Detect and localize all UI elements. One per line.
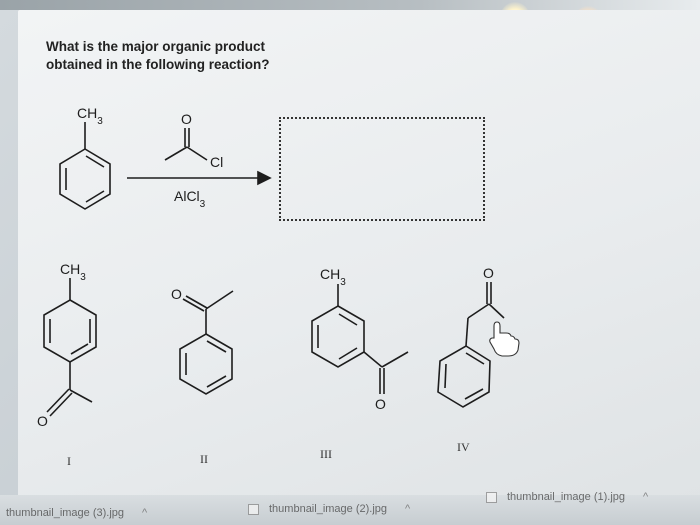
download-filename: thumbnail_image (3).jpg xyxy=(6,507,125,519)
reagent-oxygen-label: O xyxy=(181,111,192,127)
option-1-oxygen-label: O xyxy=(37,413,48,429)
option-4-oxygen-label: O xyxy=(483,265,494,281)
download-item-1[interactable]: thumbnail_image (1).jpg ^ xyxy=(486,491,648,503)
question-text: What is the major organic product obtain… xyxy=(46,38,306,74)
option-1-ch3-label: CH3 xyxy=(60,261,86,283)
download-item-3[interactable]: thumbnail_image (3).jpg ^ xyxy=(6,507,147,519)
download-filename: thumbnail_image (1).jpg xyxy=(507,491,626,503)
reactant-ch3-label: CH3 xyxy=(77,105,103,127)
option-4-structure xyxy=(437,282,505,408)
acetyl-chloride-structure xyxy=(164,128,208,161)
window-top-border xyxy=(0,0,700,10)
option-4-numeral: IV xyxy=(457,440,470,454)
question-line-1: What is the major organic product xyxy=(46,39,266,54)
question-line-2: obtained in the following reaction? xyxy=(46,57,270,72)
catalyst-label: AlCl3 xyxy=(174,188,206,210)
option-3-structure xyxy=(311,284,409,394)
file-icon xyxy=(486,491,497,503)
hand-cursor-icon xyxy=(489,321,520,357)
download-item-2[interactable]: thumbnail_image (2).jpg ^ xyxy=(248,503,410,515)
option-1-structure xyxy=(43,278,97,417)
answer-drop-box[interactable] xyxy=(279,117,485,221)
reagent-chlorine-label: Cl xyxy=(210,154,223,170)
chevron-up-icon[interactable]: ^ xyxy=(643,491,649,503)
option-2-oxygen-label: O xyxy=(171,286,182,302)
chevron-up-icon[interactable]: ^ xyxy=(142,507,148,519)
download-filename: thumbnail_image (2).jpg xyxy=(269,503,388,515)
toluene-structure xyxy=(59,122,111,210)
option-3-oxygen-label: O xyxy=(375,396,386,412)
download-bar xyxy=(0,495,700,525)
option-3-numeral: III xyxy=(320,447,332,461)
question-panel xyxy=(18,10,700,500)
option-2-numeral: II xyxy=(200,452,208,466)
option-2-structure xyxy=(179,290,234,395)
option-3-ch3-label: CH3 xyxy=(320,266,346,288)
arrow-head xyxy=(257,170,272,186)
option-1-numeral: I xyxy=(67,454,71,468)
chevron-up-icon[interactable]: ^ xyxy=(405,503,411,515)
file-icon xyxy=(248,503,259,515)
